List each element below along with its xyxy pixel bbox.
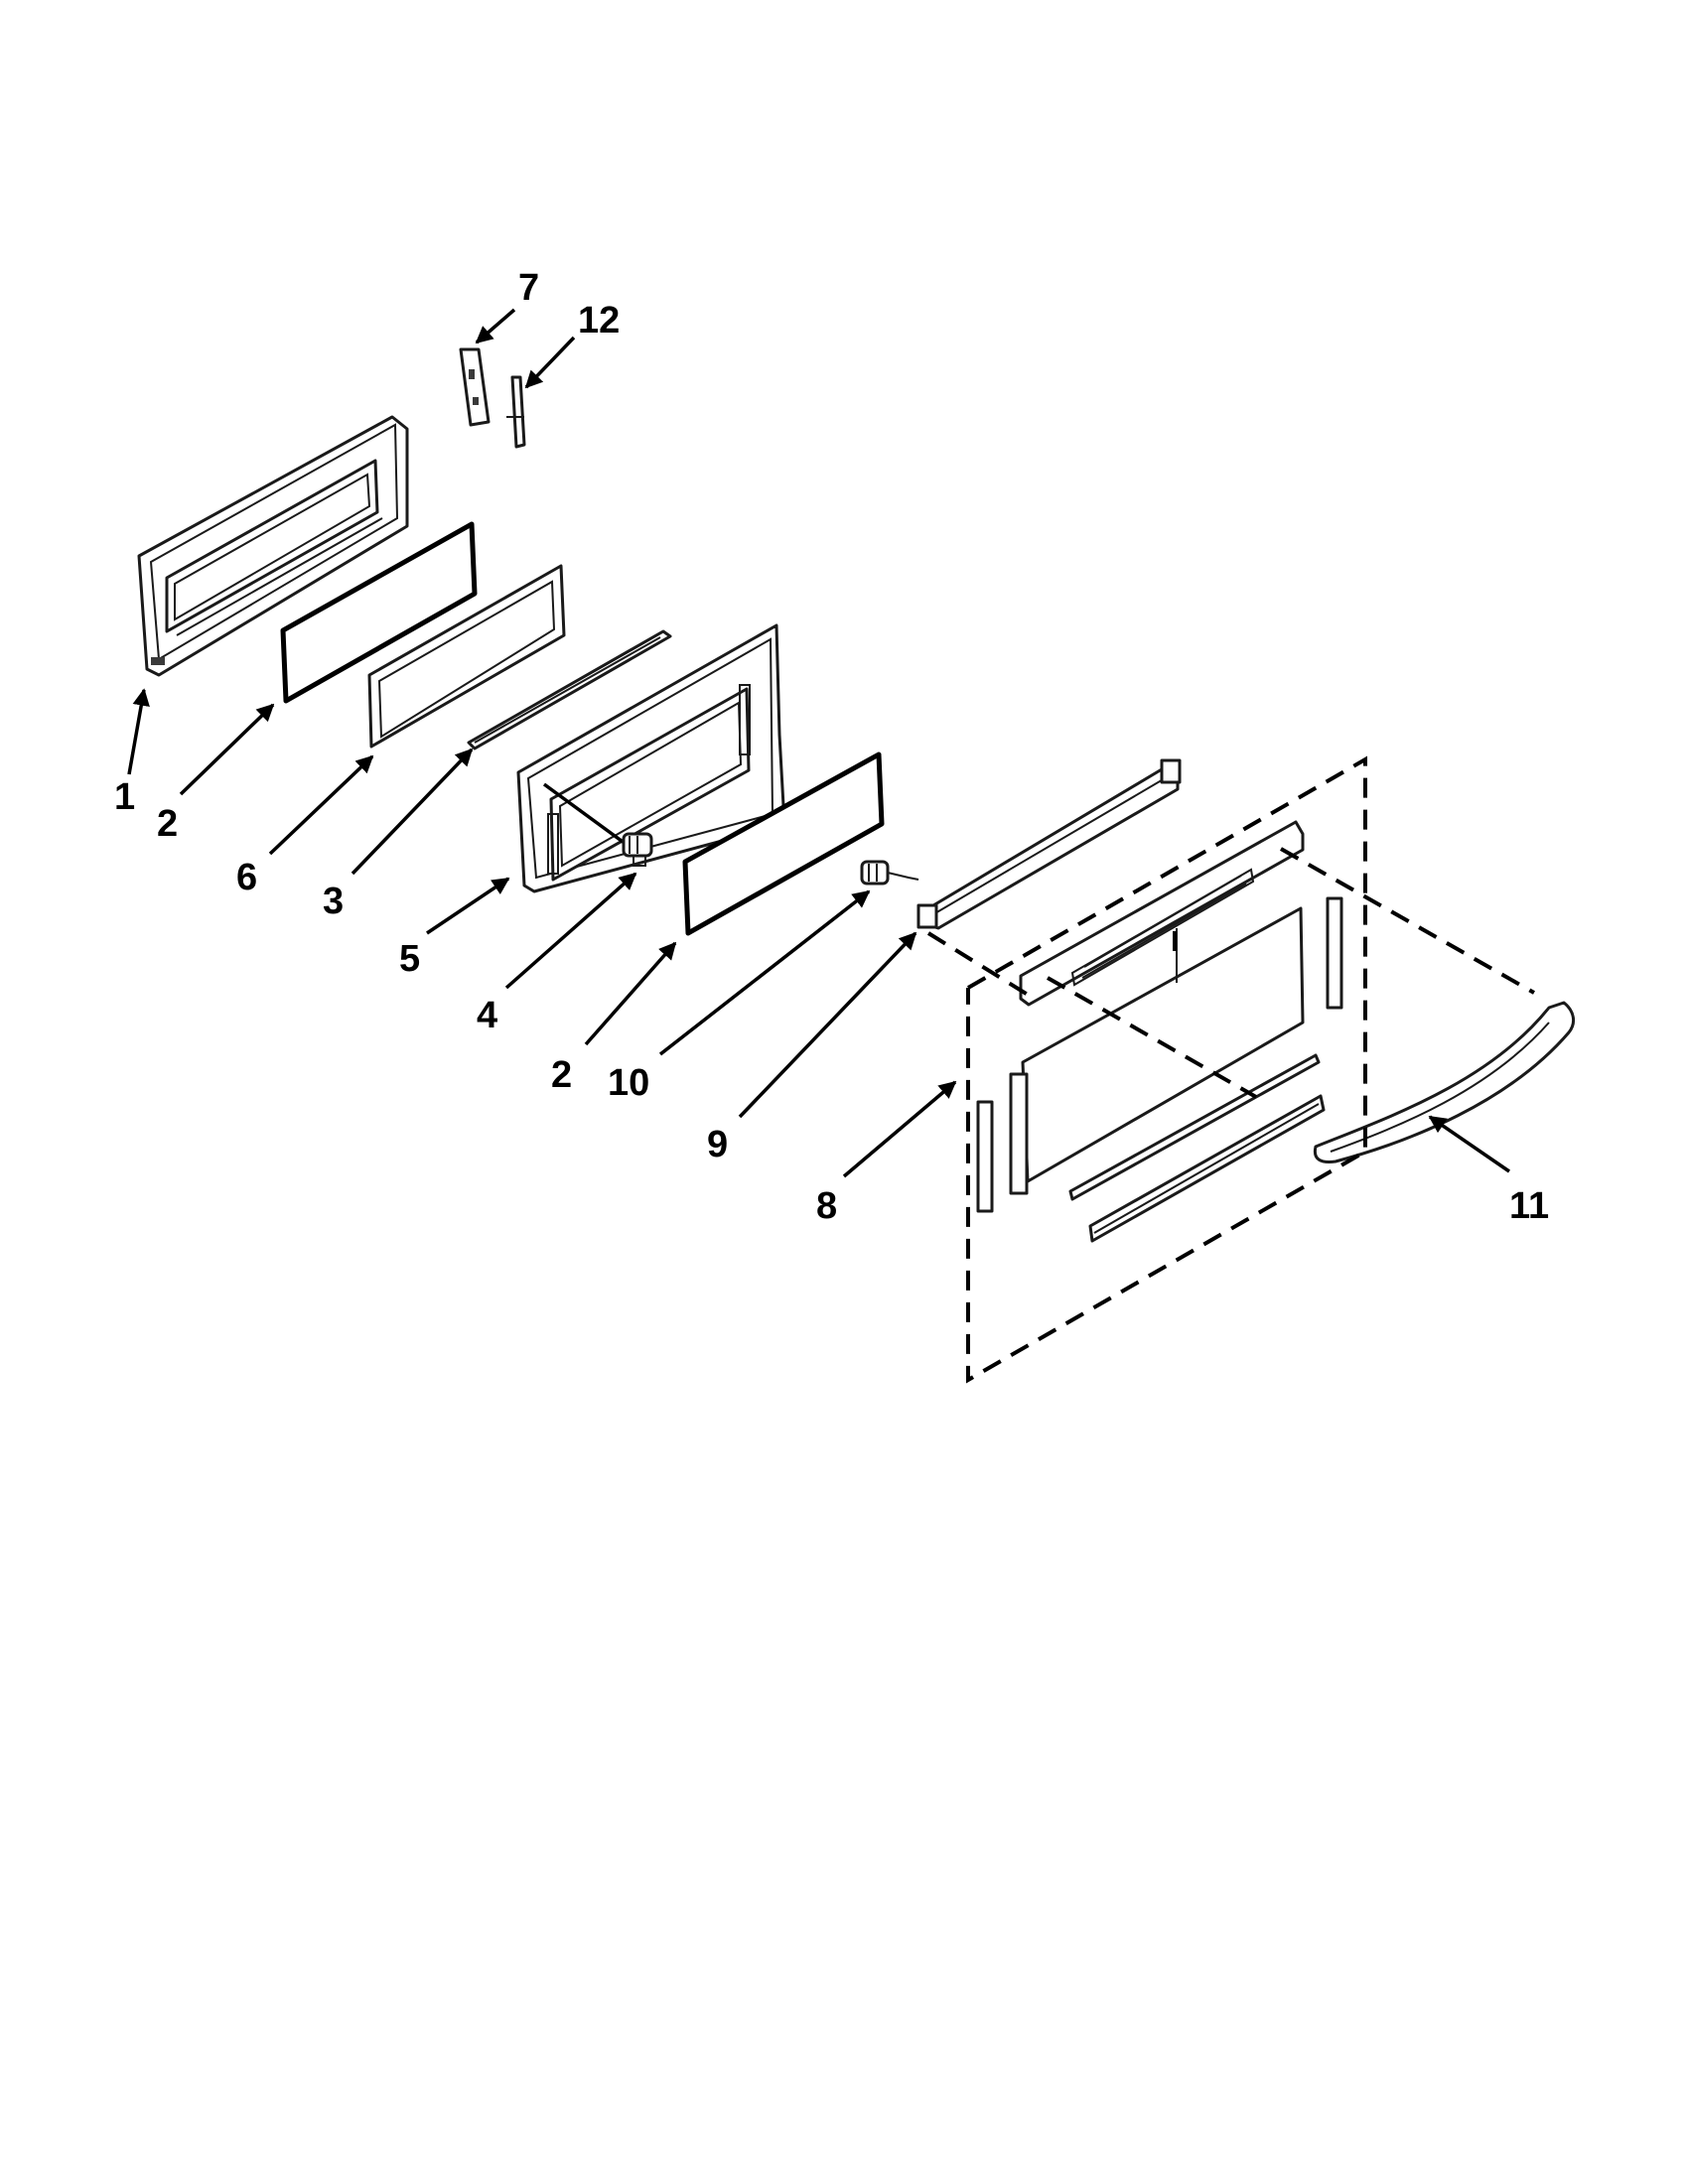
callout-11: 11 [1509,1185,1549,1227]
callout-10: 10 [608,1062,649,1104]
part-10-screw [860,860,919,886]
callout-labels: 1 2 6 3 5 4 2 10 9 8 11 7 12 [114,267,1549,1227]
part-8-door-front-assembly [976,820,1343,1243]
callout-9: 9 [707,1124,728,1165]
callout-2-lower: 2 [551,1054,572,1096]
callout-4: 4 [477,995,497,1036]
part-11-handle [1313,1001,1576,1163]
callout-1: 1 [114,776,135,818]
part-2-glass-upper [280,521,478,704]
callout-7: 7 [518,267,539,309]
part-1-outer-door-frame [137,415,409,677]
part-9-long-bar [916,758,1182,930]
callout-3: 3 [323,881,344,922]
alignment-lines [926,847,1535,1099]
part-3-rail-strip [467,629,672,751]
callout-8: 8 [816,1185,837,1227]
callout-5: 5 [399,938,420,980]
part-4-screw [542,782,653,867]
callout-2-upper: 2 [157,803,178,845]
part-7-hinge-bracket [459,347,491,427]
part-6-framed-glass [367,564,566,749]
callout-12: 12 [578,300,620,341]
callout-6: 6 [236,857,257,898]
assembly-dashed-box [966,755,1367,1384]
part-2-glass-lower [682,751,885,936]
leader-lines [127,308,1510,1178]
part-5-inner-door-panel [516,623,786,893]
part-12-hinge-pin [506,375,526,449]
